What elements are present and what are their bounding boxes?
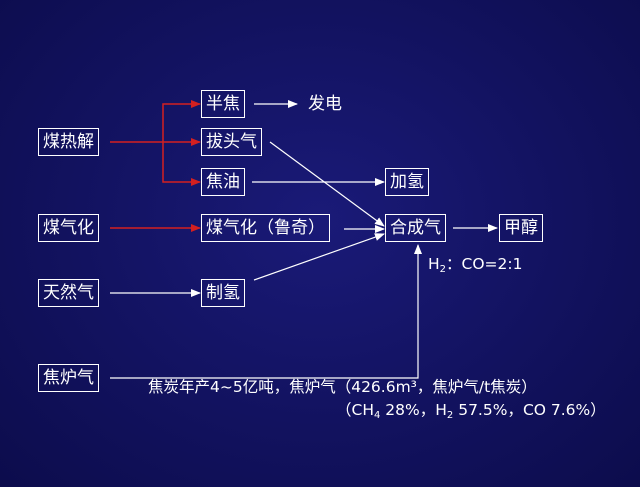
- h2-subscript: 2: [446, 410, 454, 421]
- box-natural-gas: 天然气: [38, 279, 99, 307]
- box-coal-pyrolysis: 煤热解: [38, 128, 99, 156]
- ch4-value: 28%，H: [380, 401, 447, 419]
- box-syngas: 合成气: [385, 214, 446, 242]
- box-coke-oven-gas: 焦炉气: [38, 364, 99, 392]
- ratio-h-subscript: 2: [439, 264, 447, 275]
- label-h2-co-ratio: H2：CO=2:1: [428, 253, 523, 281]
- arrow-coke-oven-gas-to-syngas: [110, 244, 422, 379]
- box-hydrogen-production: 制氢: [201, 279, 245, 307]
- box-gasification-lurgi: 煤气化（鲁奇）: [201, 214, 330, 242]
- h2-co-value: 57.5%，CO 7.6%）: [453, 401, 606, 419]
- note-coke-oven-gas-composition: （CH4 28%，H2 57.5%，CO 7.6%）: [336, 399, 606, 427]
- note-coke-production: 焦炭年产4~5亿吨，焦炉气（426.6m³，焦炉气/t焦炭）: [148, 378, 537, 396]
- arrow-pyrolysis-to-tar: [162, 142, 201, 186]
- box-methanol: 甲醇: [499, 214, 543, 242]
- arrow-pyrolysis-to-semi-coke: [162, 100, 201, 142]
- box-semi-coke: 半焦: [201, 90, 245, 118]
- label-power-generation: 发电: [308, 94, 342, 114]
- ch4-subscript: 4: [373, 410, 381, 421]
- box-coal-gasification: 煤气化: [38, 214, 99, 242]
- box-hydrogenation: 加氢: [385, 168, 429, 196]
- arrow-hydrogen-to-syngas: [253, 233, 385, 281]
- ratio-h: H: [428, 255, 440, 273]
- ratio-rest: ：CO=2:1: [446, 255, 523, 273]
- arrow-top-gas-to-syngas: [269, 141, 385, 227]
- box-top-gas: 拔头气: [201, 128, 262, 156]
- composition-open: （CH: [336, 401, 374, 419]
- box-tar: 焦油: [201, 168, 245, 196]
